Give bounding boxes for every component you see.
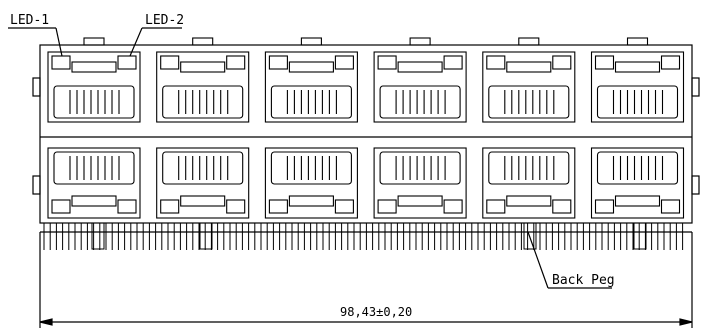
latch-slot — [71, 195, 117, 207]
dim-arrow-left — [39, 318, 53, 326]
contact-window — [270, 151, 352, 185]
led-window — [226, 55, 246, 70]
width-dimension-label: 98,43±0,20 — [340, 305, 412, 319]
led-window — [594, 55, 615, 70]
led-window — [51, 199, 71, 214]
led-window — [486, 55, 506, 70]
led-window — [51, 55, 71, 70]
latch-slot — [71, 61, 117, 73]
port-opening — [482, 147, 576, 219]
rj45-port — [47, 37, 141, 123]
port-opening — [482, 51, 576, 123]
latch-slot — [288, 61, 334, 73]
side-tab-right-bottom — [691, 175, 700, 195]
port-opening — [264, 147, 358, 219]
led-window — [334, 199, 354, 214]
latch-slot — [288, 195, 334, 207]
housing-outline — [39, 44, 693, 224]
port-opening — [47, 147, 141, 219]
latch-slot — [506, 195, 552, 207]
rj45-port — [47, 147, 141, 219]
board-peg — [523, 222, 537, 250]
contact-window — [53, 151, 135, 185]
rj45-port — [482, 147, 576, 219]
back-peg-leader — [527, 231, 549, 289]
rj45-port — [482, 37, 576, 123]
port-opening — [156, 51, 250, 123]
latch-tab — [626, 37, 649, 46]
contact-window — [379, 151, 461, 185]
led-window — [486, 199, 506, 214]
led-window — [160, 199, 180, 214]
rj45-port — [590, 37, 685, 123]
led-window — [117, 199, 137, 214]
led-window — [660, 199, 681, 214]
port-opening — [156, 147, 250, 219]
contact-window — [162, 85, 244, 119]
contact-window — [270, 85, 352, 119]
led-window — [552, 55, 572, 70]
latch-slot — [180, 195, 226, 207]
rj45-port — [590, 147, 685, 219]
contact-window — [379, 85, 461, 119]
latch-tab — [518, 37, 540, 46]
port-opening — [264, 51, 358, 123]
board-peg — [199, 222, 213, 250]
led2-label: LED-2 — [145, 13, 184, 28]
back-peg-label: Back Peg — [552, 273, 615, 288]
latch-slot — [397, 195, 443, 207]
rj45-port — [264, 37, 358, 123]
rj45-port — [373, 147, 467, 219]
led-window — [443, 55, 463, 70]
led-window — [226, 199, 246, 214]
latch-tab — [192, 37, 214, 46]
latch-slot — [614, 61, 661, 73]
contact-window — [53, 85, 135, 119]
led-window — [443, 199, 463, 214]
port-opening — [373, 51, 467, 123]
dim-arrow-right — [679, 318, 693, 326]
contact-window — [488, 85, 570, 119]
contact-window — [596, 85, 679, 119]
port-opening — [373, 147, 467, 219]
latch-tab — [300, 37, 322, 46]
led-window — [117, 55, 137, 70]
led1-label: LED-1 — [10, 13, 49, 28]
latch-tab — [409, 37, 431, 46]
board-peg — [91, 222, 105, 250]
latch-tab — [83, 37, 105, 46]
latch-slot — [506, 61, 552, 73]
rj45-port — [264, 147, 358, 219]
led-window — [377, 55, 397, 70]
contact-window — [488, 151, 570, 185]
port-opening — [47, 51, 141, 123]
led-window — [377, 199, 397, 214]
led-window — [660, 55, 681, 70]
latch-slot — [397, 61, 443, 73]
contact-window — [596, 151, 679, 185]
led1-leader — [55, 27, 63, 57]
side-tab-right-top — [691, 77, 700, 97]
led-window — [334, 55, 354, 70]
led2-leader — [129, 27, 143, 57]
led-window — [160, 55, 180, 70]
board-peg — [633, 222, 647, 250]
latch-slot — [180, 61, 226, 73]
rj45-port — [373, 37, 467, 123]
rj45-port — [156, 37, 250, 123]
led-window — [268, 55, 288, 70]
port-opening — [590, 147, 685, 219]
side-tab-left-top — [32, 77, 41, 97]
contact-window — [162, 151, 244, 185]
led-window — [594, 199, 615, 214]
port-opening — [590, 51, 685, 123]
latch-slot — [614, 195, 661, 207]
led-window — [268, 199, 288, 214]
led-window — [552, 199, 572, 214]
side-tab-left-bottom — [32, 175, 41, 195]
rj45-port — [156, 147, 250, 219]
